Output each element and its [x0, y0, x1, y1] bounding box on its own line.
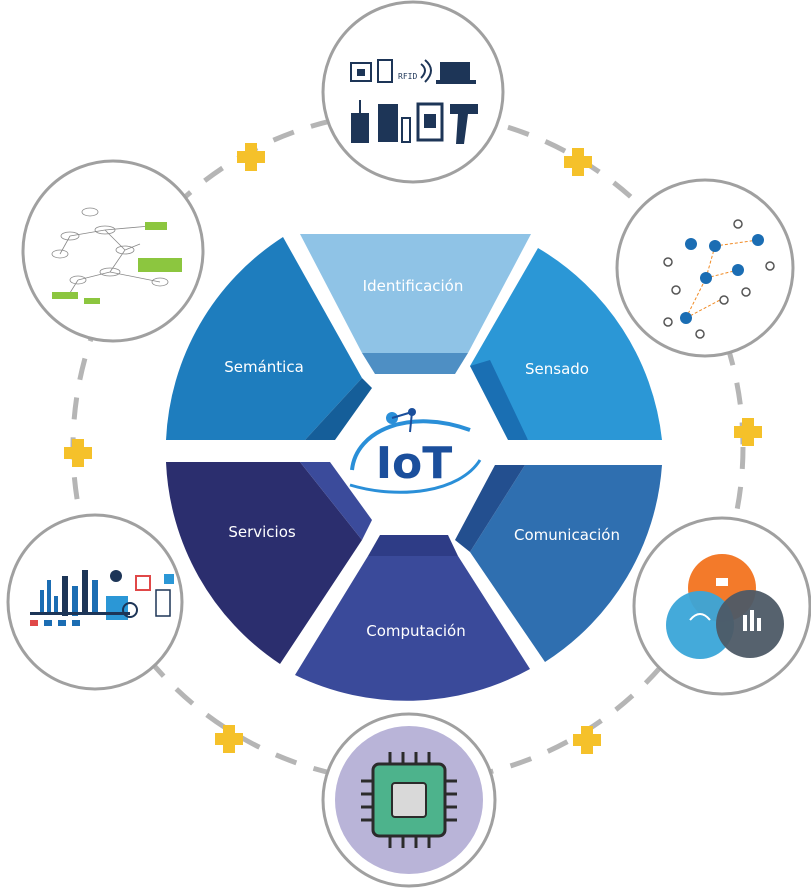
segment-identificacion: Identificación — [300, 234, 531, 374]
satellite-computacion — [321, 712, 497, 888]
plus-icon — [64, 439, 92, 467]
plus-icon — [573, 726, 601, 754]
segment-computacion: Computación — [295, 535, 530, 701]
segment-sensado: Sensado — [470, 248, 662, 440]
rfid-tag-text: RFID — [398, 72, 417, 81]
communication-venn-icon — [666, 554, 784, 659]
segment-label-semantica: Semántica — [224, 358, 304, 376]
segment-semantica: Semántica — [166, 237, 372, 440]
satellite-servicios — [6, 513, 184, 691]
segment-comunicacion: Comunicación — [455, 465, 662, 662]
plus-icon — [215, 725, 243, 753]
segment-label-sensado: Sensado — [525, 360, 589, 378]
segment-label-computacion: Computación — [366, 622, 465, 640]
semantic-graph-icon — [51, 207, 169, 297]
segment-label-servicios: Servicios — [228, 523, 296, 541]
segment-label-identificacion: Identificación — [363, 277, 464, 295]
segment-label-comunicacion: Comunicación — [514, 526, 620, 544]
plus-connectors — [64, 143, 762, 754]
rfid-devices-icon: RFID — [350, 59, 478, 144]
plus-icon — [237, 143, 265, 171]
microchip-icon — [361, 752, 457, 848]
iot-logo-text: IoT — [376, 438, 453, 489]
iot-logo: IoT — [349, 408, 482, 494]
satellite-sensado — [615, 178, 795, 358]
services-collage-icon — [30, 570, 174, 626]
satellite-comunicacion — [632, 516, 811, 696]
satellite-semantica — [21, 159, 205, 343]
plus-icon — [734, 418, 762, 446]
satellite-identificacion: RFID — [321, 0, 505, 184]
segment-servicios: Servicios — [166, 462, 372, 664]
plus-icon — [564, 148, 592, 176]
